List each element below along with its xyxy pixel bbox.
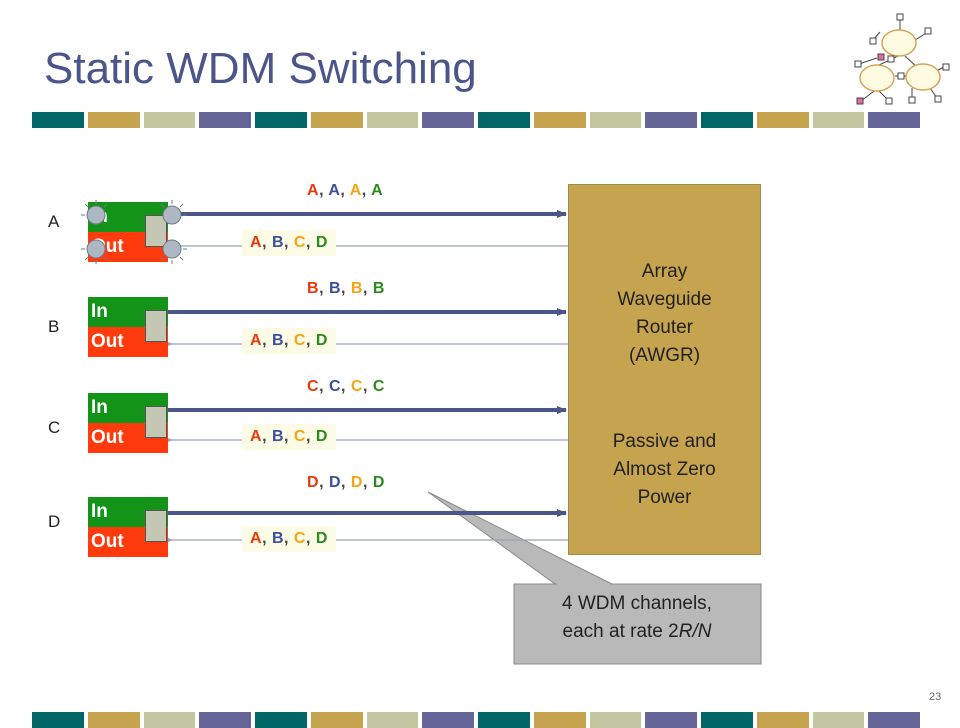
output-channel-label: A, B, C, D (242, 424, 336, 450)
stripe-segment (701, 112, 753, 128)
channel-letter: B (372, 280, 385, 297)
channel-letter: A (349, 182, 362, 199)
channel-letter: B (271, 530, 285, 547)
stripe-segment (645, 112, 697, 128)
channel-letter: B (350, 280, 363, 297)
connector (145, 510, 167, 542)
output-channel-label: A, B, C, D (242, 230, 336, 256)
channel-letter: D (307, 474, 320, 491)
port-d: In Out (88, 497, 168, 557)
channel-letter: B (328, 280, 342, 297)
channel-letter: A (328, 182, 341, 199)
channel-letter: C (350, 378, 363, 395)
channel-letter: D (350, 474, 363, 491)
channel-letter: D (372, 474, 385, 491)
channel-letter: A (307, 182, 320, 199)
channel-letter: C (293, 530, 306, 547)
connector (145, 310, 167, 342)
channel-letter: C (372, 378, 385, 395)
node-letter-b: B (48, 317, 60, 336)
input-channel-label: A, A, A, A (307, 182, 384, 199)
input-channel-label: B, B, B, B (307, 280, 385, 297)
stripe-segment (756, 112, 809, 128)
stripe-segment (868, 112, 920, 128)
port-b: In Out (88, 297, 168, 357)
connector (145, 406, 167, 438)
channel-letter: D (315, 530, 328, 547)
node-letter-d: D (48, 512, 61, 531)
stripe-segment (87, 112, 140, 128)
channel-letter: A (250, 428, 263, 445)
port-a: In Out (88, 202, 168, 262)
awgr-label: Array Waveguide Router (AWGR) (617, 261, 712, 366)
channel-letter: C (328, 378, 342, 395)
top-stripe (32, 112, 920, 128)
channel-letter: A (250, 530, 263, 547)
awgr-block (568, 184, 761, 555)
channel-letter: C (293, 332, 306, 349)
channel-letter: D (315, 234, 328, 251)
output-channel-label: A, B, C, D (242, 328, 336, 354)
stripe-segment (143, 112, 196, 128)
stripe-segment (310, 112, 363, 128)
channel-letter: A (250, 332, 263, 349)
channel-letter: A (371, 182, 384, 199)
channel-letter: C (293, 428, 306, 445)
port-c: In Out (88, 393, 168, 453)
channel-letter: D (315, 332, 328, 349)
input-channel-label: D, D, D, D (307, 474, 385, 491)
channel-letter: A (250, 234, 263, 251)
node-letter-a: A (48, 212, 60, 231)
stripe-segment (199, 112, 251, 128)
stripe-segment (812, 112, 865, 128)
output-channel-label: A, B, C, D (242, 526, 336, 552)
callout-text: 4 WDM channels, each at rate 2R/N (562, 593, 712, 642)
awgr-power-label: Passive and Almost Zero Power (612, 431, 717, 508)
input-channel-label: C, C, C, C (307, 378, 385, 395)
channel-letter: C (293, 234, 306, 251)
stripe-segment (255, 112, 307, 128)
channel-letter: B (271, 428, 285, 445)
channel-letter: D (315, 428, 328, 445)
channel-letter: B (271, 234, 285, 251)
channel-letter: D (328, 474, 342, 491)
channel-letter: B (271, 332, 285, 349)
connector (145, 215, 167, 247)
stripe-segment (32, 112, 84, 128)
node-letter-c: C (48, 418, 61, 437)
channel-letter: C (307, 378, 320, 395)
channel-letter: B (307, 280, 320, 297)
stripe-segment (478, 112, 530, 128)
out-port-label: Out (88, 527, 168, 557)
stripe-segment (533, 112, 586, 128)
page-title: Static WDM Switching (44, 44, 477, 93)
callout-box (513, 583, 762, 665)
stripe-segment (422, 112, 474, 128)
stripe-segment (366, 112, 419, 128)
page-number: 23 (929, 691, 942, 703)
stripe-segment (589, 112, 642, 128)
